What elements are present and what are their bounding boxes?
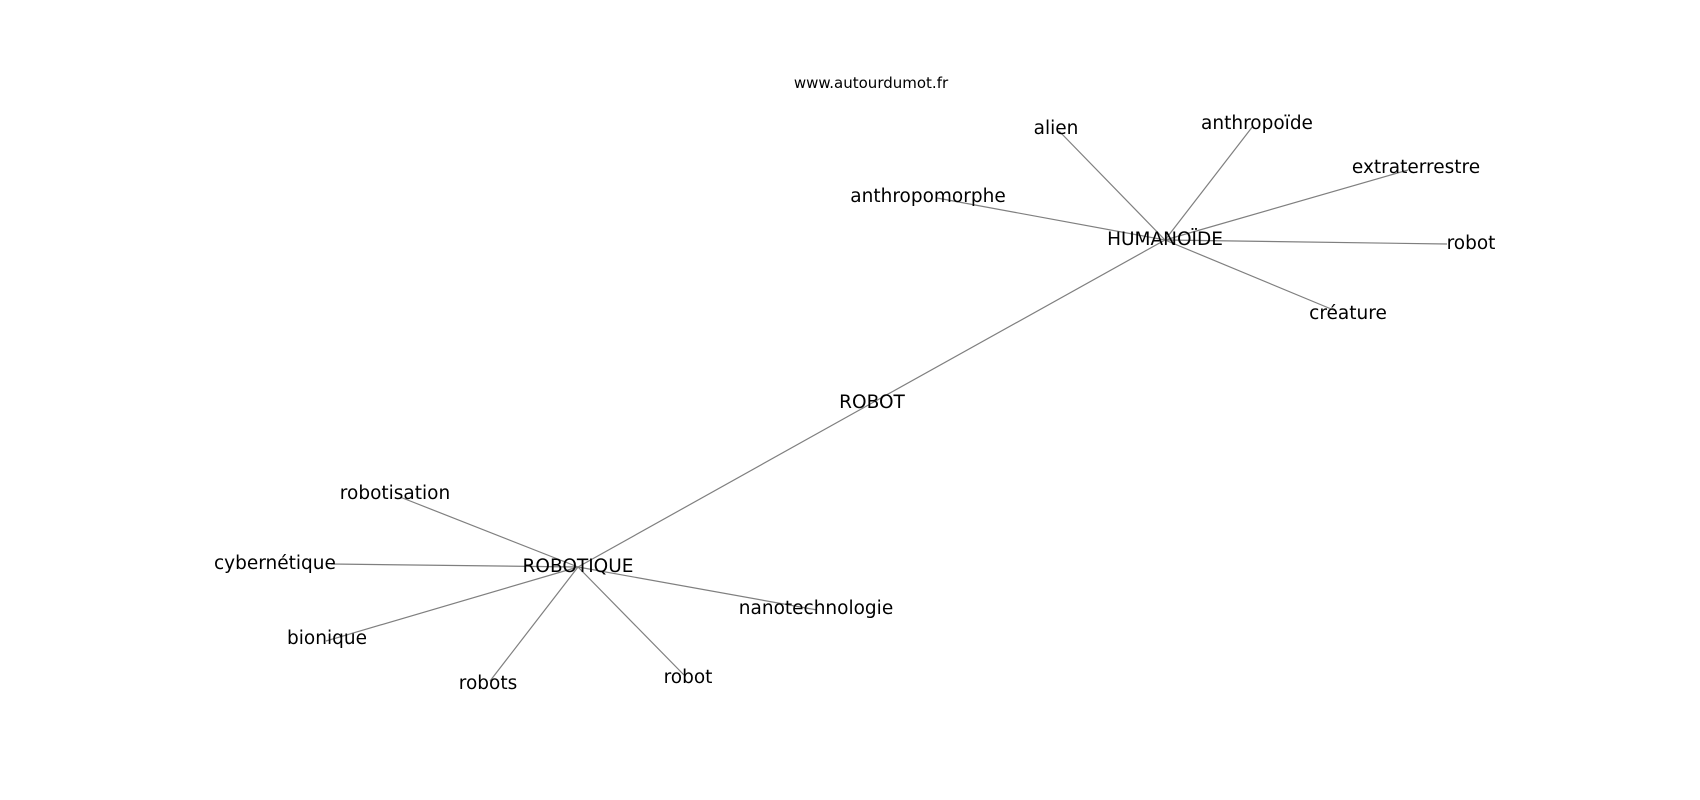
source-label: www.autourdumot.fr: [793, 74, 949, 92]
edge-humanoide-anthropoide: [1164, 125, 1254, 241]
node-anthropomorphe: anthropomorphe: [850, 185, 1006, 207]
edge-humanoide-alien: [1058, 130, 1166, 241]
edge-humanoide-anthropomorphe: [936, 197, 1166, 241]
node-humanoide: HUMANOÏDE: [1107, 228, 1223, 250]
edge-robotique-bionique: [325, 566, 579, 642]
edge-humanoide-creature: [1164, 239, 1337, 312]
edge-robotique-robotisation: [399, 496, 579, 568]
edge-humanoide-robot_h: [1164, 239, 1448, 245]
edge-humanoide-extraterrestre: [1164, 169, 1409, 241]
edge-robotique-nanotechnologie: [577, 566, 818, 611]
node-bionique: bionique: [287, 627, 367, 649]
node-anthropoide: anthropoïde: [1201, 112, 1313, 134]
edge-robotique-robots: [489, 566, 579, 682]
node-nanotechnologie: nanotechnologie: [738, 597, 894, 619]
node-robotisation: robotisation: [339, 482, 451, 504]
edge-robot_center-humanoide: [871, 239, 1166, 404]
edge-layer: [325, 125, 1448, 682]
graph-area: ROBOT HUMANOÏDE ROBOTIQUE alien anthropo…: [213, 0, 1700, 800]
node-alien: alien: [1033, 117, 1079, 139]
node-robots: robots: [458, 672, 518, 694]
node-creature: créature: [1309, 302, 1387, 324]
node-robot-robotique: robot: [663, 666, 713, 688]
node-robotique: ROBOTIQUE: [522, 555, 634, 577]
node-extraterrestre: extraterrestre: [1351, 156, 1481, 178]
edge-robotique-robot_r: [577, 566, 685, 676]
node-robot-center: ROBOT: [839, 391, 905, 413]
edge-robot_center-robotique: [577, 402, 873, 568]
edge-robotique-cybernetique: [330, 563, 579, 568]
node-robot-humanoide: robot: [1446, 232, 1496, 254]
node-cybernetique: cybernétique: [214, 552, 336, 574]
